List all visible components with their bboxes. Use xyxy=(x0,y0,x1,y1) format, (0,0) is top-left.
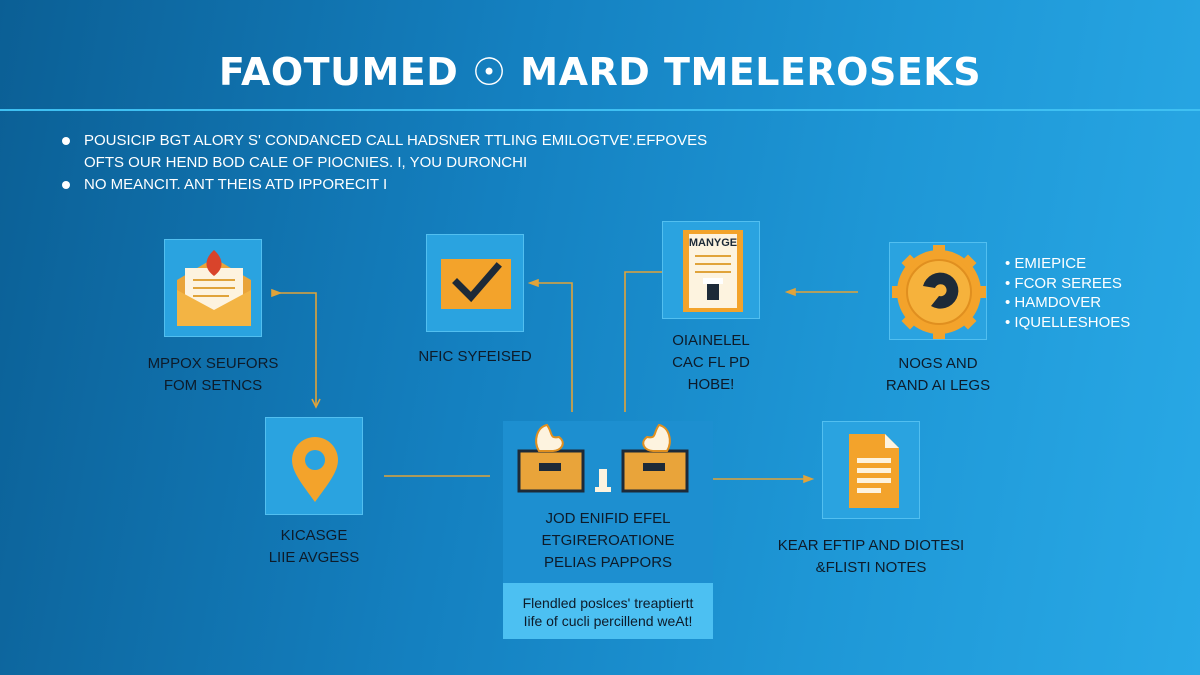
side-list-item: • IQUELLESHOES xyxy=(1005,313,1131,331)
side-list-item: • FCOR SEREES xyxy=(1005,274,1122,292)
connector-center-doc xyxy=(624,271,665,412)
node-checkmark-label: NFIC SYFEISED xyxy=(418,348,532,365)
bullet-text-line: NO MEANCIT. ANT THEIS ATD IPPORECIT I xyxy=(84,176,388,193)
boxes-icon xyxy=(517,423,689,493)
node-checkmark-tile xyxy=(426,234,524,332)
file-icon xyxy=(849,434,899,508)
intro-bullets: POUSICIP BGT ALORY S' CONDANCED CALL HAD… xyxy=(62,130,707,196)
node-file-tile xyxy=(822,421,920,519)
page-title: FAOTUMED ☉ MARD TMELEROSEKS xyxy=(218,50,982,94)
connector-envelope-pin xyxy=(276,292,317,405)
node-file-label: KEAR EFTIP AND DIOTESI&FLISTI NOTES xyxy=(777,537,965,576)
bullet-text-line: OFTS OUR HEND BOD CALE OF PIOCNIES. I, Y… xyxy=(84,154,528,171)
bullet-dot xyxy=(62,181,70,189)
side-list-item: • EMIEPICE xyxy=(1005,255,1087,272)
document-title: MANYGE xyxy=(689,237,737,249)
title-divider xyxy=(0,109,1200,111)
connector-check-center xyxy=(533,282,573,412)
gear-side-list: • EMIEPICE • FCOR SEREES • HAMDOVER • IQ… xyxy=(1005,254,1130,332)
bullet-item: POUSICIP BGT ALORY S' CONDANCED CALL HAD… xyxy=(62,130,707,174)
node-map-pin-tile xyxy=(265,417,363,515)
bullet-item: NO MEANCIT. ANT THEIS ATD IPPORECIT I xyxy=(62,174,707,196)
document-icon: MANYGE xyxy=(683,230,743,312)
node-gear-tile xyxy=(889,242,987,340)
gear-icon xyxy=(892,245,986,339)
map-pin-icon xyxy=(292,437,338,502)
bullet-dot xyxy=(62,137,70,145)
node-document-tile: MANYGE xyxy=(662,221,760,319)
side-list-item: • HAMDOVER xyxy=(1005,294,1102,311)
checkmark-icon xyxy=(441,259,511,309)
bullet-text-line: POUSICIP BGT ALORY S' CONDANCED CALL HAD… xyxy=(84,132,708,149)
envelope-icon xyxy=(177,250,251,326)
node-envelope-tile xyxy=(164,239,262,337)
